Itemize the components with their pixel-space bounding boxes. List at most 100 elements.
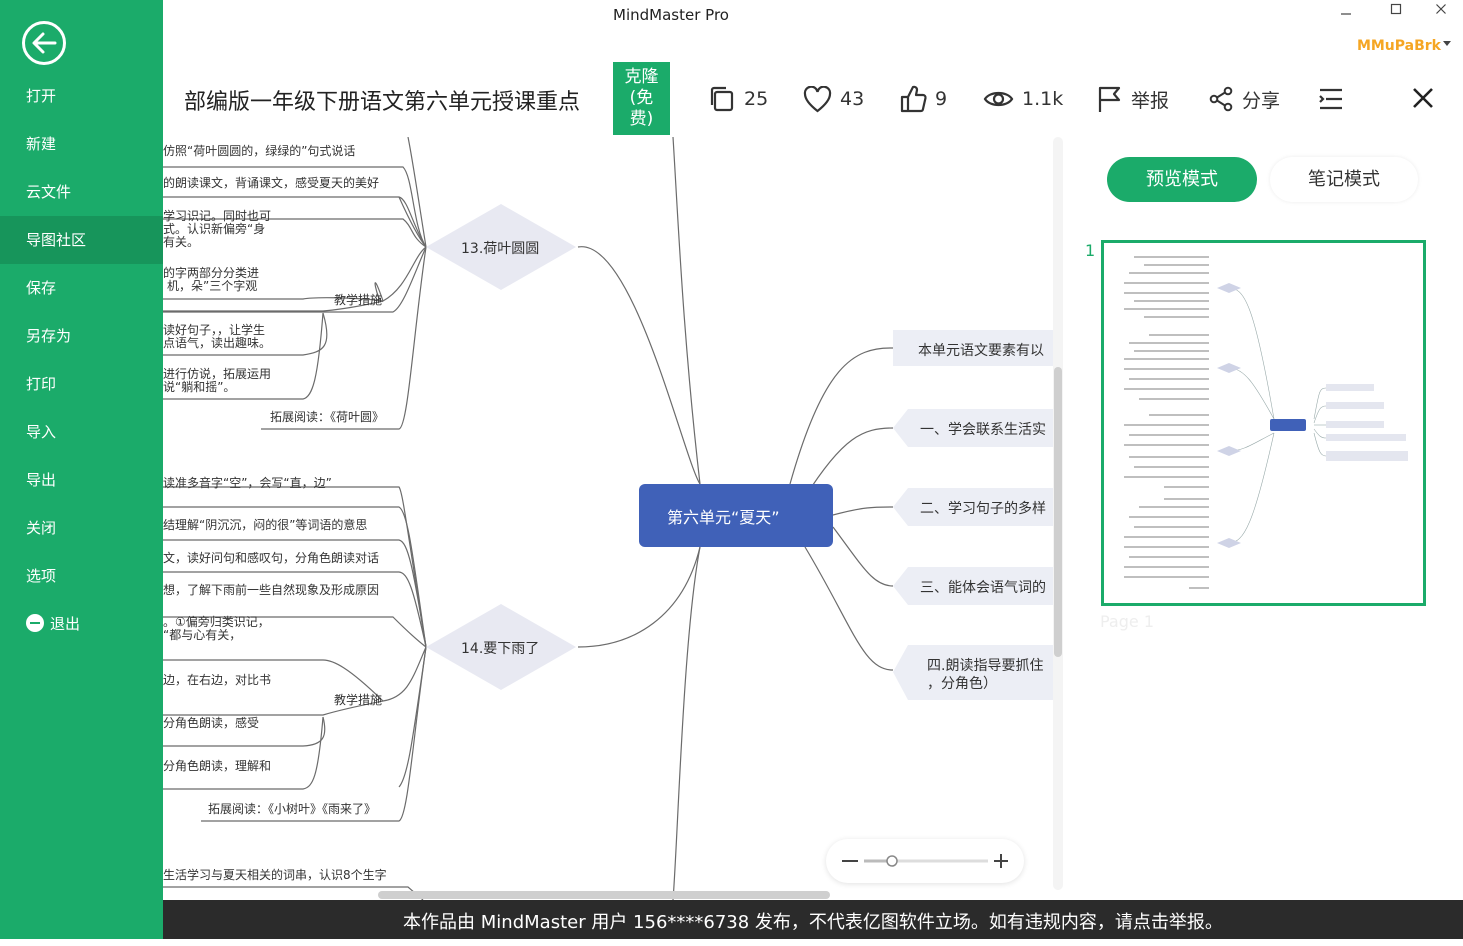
subtopic-14-3[interactable]: 文，读好问句和感叹句，分角色朗读对话 xyxy=(163,551,380,565)
subtopic-13-1[interactable]: 仿照“荷叶圆圆的，绿绿的”句式说话 xyxy=(163,144,356,158)
extended-reading-14[interactable]: 拓展阅读：《小树叶》《雨来了》 xyxy=(208,802,377,816)
copies-count: 25 xyxy=(744,88,769,110)
horizontal-scrollbar[interactable] xyxy=(163,889,1063,899)
sidebar-item-new[interactable]: 新建 xyxy=(26,135,57,153)
sidebar-item-exit-label: 退出 xyxy=(50,615,81,633)
share-button[interactable]: 分享 xyxy=(1208,84,1280,114)
share-icon xyxy=(1209,86,1233,112)
topic-14-shape xyxy=(426,604,576,690)
vertical-scrollbar[interactable] xyxy=(1053,137,1063,890)
sidebar-item-cloud-files[interactable]: 云文件 xyxy=(26,183,72,201)
thumbs-up-icon xyxy=(900,85,927,113)
subtopic-13-2[interactable]: 的朗读课文，背诵课文，感受夏天的美好 xyxy=(163,176,380,190)
subtopic-13-5b: 点语气，读出趣味。 xyxy=(163,336,272,350)
subtopic-14-7[interactable]: 分角色朗读，感受 xyxy=(163,716,260,730)
outline-icon xyxy=(1319,88,1342,110)
window-close-button[interactable] xyxy=(1429,2,1453,20)
preview-mode-button[interactable]: 预览模式 xyxy=(1107,157,1257,202)
page-label: Page 1 xyxy=(1100,612,1154,631)
close-preview-button[interactable] xyxy=(1410,85,1436,111)
subtopic-14-5b: “都与心有关， xyxy=(163,628,242,642)
subtopic-14-6[interactable]: 边，在右边，对比书 xyxy=(163,673,272,687)
title-bar: MindMaster Pro MMuPaBrk xyxy=(163,0,1463,60)
subtopic-13-3[interactable]: 学习识记。同时也可 xyxy=(163,209,272,223)
sidebar-item-community[interactable]: 导图社区 xyxy=(0,216,163,264)
central-node-shape xyxy=(639,484,833,547)
sidebar: 打开 新建 云文件 导图社区 保存 另存为 打印 导入 导出 关闭 选项 退出 xyxy=(0,0,163,939)
chevron-down-icon[interactable] xyxy=(1443,41,1451,46)
right-topic-3[interactable]: 二、学习句子的多样 xyxy=(920,501,1046,517)
window-close-icon xyxy=(1436,4,1446,14)
maximize-button[interactable] xyxy=(1384,2,1408,20)
subtopic-14-1[interactable]: 读准多音字“空”，会写“直，边” xyxy=(163,476,332,490)
subtopic-13-4b: 机，朵”三个字观 xyxy=(167,279,258,293)
views-count: 1.1k xyxy=(1022,88,1064,110)
views-stat: 1.1k xyxy=(983,84,1063,114)
subtopic-13-4[interactable]: 的字两部分分类进 xyxy=(163,266,260,280)
sidebar-item-exit[interactable]: 退出 xyxy=(0,600,163,648)
right-topic-5[interactable]: 四.朗读指导要抓住 xyxy=(927,658,1044,674)
sidebar-item-save[interactable]: 保存 xyxy=(26,279,57,297)
subtopic-14-4[interactable]: 想，了解下雨前一些自然现象及形成原因 xyxy=(163,583,380,597)
sidebar-item-close[interactable]: 关闭 xyxy=(26,519,57,537)
horizontal-scroll-thumb[interactable] xyxy=(378,891,830,899)
eye-icon xyxy=(983,91,1014,107)
central-topic[interactable]: 第六单元“夏天” xyxy=(667,508,780,527)
likes-count: 9 xyxy=(935,88,948,110)
footer-notice[interactable]: 本作品由 MindMaster 用户 156****6738 发布，不代表亿图软… xyxy=(163,900,1463,939)
vertical-scroll-thumb[interactable] xyxy=(1054,367,1062,657)
sidebar-item-export[interactable]: 导出 xyxy=(26,471,57,489)
page-number: 1 xyxy=(1085,241,1096,260)
favorites-stat[interactable]: 43 xyxy=(803,84,864,114)
user-name[interactable]: MMuPaBrk xyxy=(1356,38,1441,54)
zoom-slider-handle xyxy=(886,855,898,867)
subtopic-13-3c: 有关。 xyxy=(163,235,200,249)
sidebar-item-save-as[interactable]: 另存为 xyxy=(26,327,72,345)
sidebar-menu: 打开 新建 云文件 导图社区 保存 另存为 打印 导入 导出 关闭 选项 退出 xyxy=(0,72,163,648)
report-label: 举报 xyxy=(1131,89,1170,112)
right-topic-4[interactable]: 三、能体会语气词的 xyxy=(920,580,1046,596)
outline-toggle-button[interactable] xyxy=(1318,84,1352,114)
exit-icon xyxy=(26,614,44,632)
close-icon xyxy=(1413,88,1433,108)
subtopic-bottom[interactable]: 生活学习与夏天相关的词串，认识8个生字 xyxy=(163,868,387,882)
notes-mode-button[interactable]: 笔记模式 xyxy=(1270,157,1418,202)
report-button[interactable]: 举报 xyxy=(1097,84,1169,114)
right-topic-1[interactable]: 本单元语文要素有以 xyxy=(918,343,1044,359)
minimize-icon xyxy=(1341,13,1351,15)
page-thumbnail[interactable] xyxy=(1101,240,1426,606)
heart-icon xyxy=(803,85,832,112)
favorites-count: 43 xyxy=(840,88,865,110)
subtopic-14-5[interactable]: 。①偏旁归类识记， xyxy=(163,615,270,629)
thumbnail-preview xyxy=(1124,256,1408,589)
right-topic-2[interactable]: 一、学会联系生活实 xyxy=(920,422,1046,438)
topic-13[interactable]: 13.荷叶圆圆 xyxy=(461,241,540,257)
clone-button[interactable]: 克隆 (免 费) xyxy=(613,62,670,135)
subtopic-13-6b: 说“躺和摇”。 xyxy=(163,380,236,394)
share-label: 分享 xyxy=(1242,89,1281,112)
mindmap-connectors xyxy=(163,137,1063,900)
maximize-icon xyxy=(1390,3,1402,15)
zoom-in-icon xyxy=(994,854,1008,868)
sidebar-item-import[interactable]: 导入 xyxy=(26,423,57,441)
subtopic-13-3b: 式。认识新偏旁“身 xyxy=(163,222,266,236)
right-topic-5-line2: ，分角色） xyxy=(927,676,997,692)
sidebar-item-options[interactable]: 选项 xyxy=(26,567,57,585)
back-arrow-icon[interactable] xyxy=(22,21,66,65)
teaching-measures-14[interactable]: 教学措施 xyxy=(334,693,383,707)
copies-stat[interactable]: 25 xyxy=(708,84,768,114)
subtopic-13-5[interactable]: 读好句子，，让学生 xyxy=(163,323,266,337)
topic-14[interactable]: 14.要下雨了 xyxy=(461,641,540,657)
extended-reading-13[interactable]: 拓展阅读：《荷叶圆》 xyxy=(270,410,385,424)
sidebar-item-print[interactable]: 打印 xyxy=(26,375,57,393)
subtopic-13-6[interactable]: 进行仿说，拓展运用 xyxy=(163,367,272,381)
mindmap-canvas[interactable]: 第六单元“夏天” 13.荷叶圆圆 14.要下雨了 本单元语文要素有以 一、学会联… xyxy=(163,137,1063,900)
likes-stat[interactable]: 9 xyxy=(900,84,947,114)
sidebar-item-open[interactable]: 打开 xyxy=(26,87,57,105)
minimize-button[interactable] xyxy=(1334,2,1358,20)
copy-icon xyxy=(710,86,734,112)
subtopic-14-2[interactable]: 结理解“阴沉沉，闷的很”等词语的意思 xyxy=(163,518,368,532)
app-title: MindMaster Pro xyxy=(613,6,729,24)
teaching-measures-13[interactable]: 教学措施 xyxy=(334,293,383,307)
subtopic-14-8[interactable]: 分角色朗读，理解和 xyxy=(163,759,272,773)
